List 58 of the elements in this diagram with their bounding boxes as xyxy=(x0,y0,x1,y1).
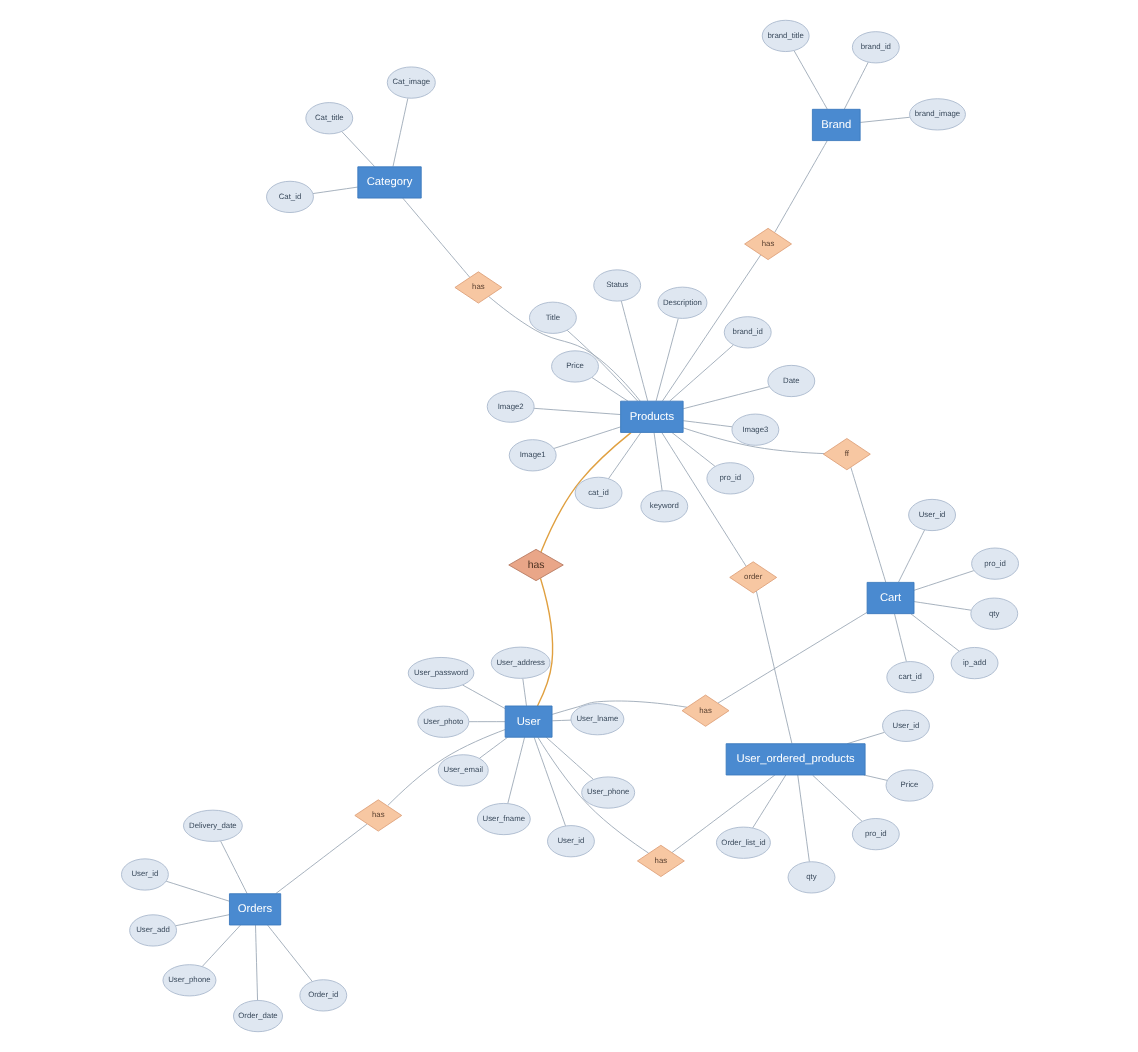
connector xyxy=(661,254,761,402)
connector xyxy=(521,678,526,707)
connector xyxy=(487,296,640,402)
connector xyxy=(532,736,565,827)
connector xyxy=(670,774,775,854)
connector xyxy=(536,736,649,854)
connector xyxy=(506,736,525,804)
connector xyxy=(654,318,678,402)
connector xyxy=(254,924,257,1001)
connector xyxy=(340,131,375,167)
connector xyxy=(670,432,715,467)
connector xyxy=(607,432,641,480)
connector xyxy=(773,140,827,233)
connector xyxy=(668,344,733,402)
connector xyxy=(845,731,884,745)
connector xyxy=(716,612,867,704)
connector xyxy=(652,432,662,492)
connector xyxy=(391,97,408,168)
connector xyxy=(550,719,571,722)
connector xyxy=(461,684,505,710)
connector xyxy=(893,613,906,662)
connector xyxy=(842,61,868,110)
connector xyxy=(550,700,687,715)
connector xyxy=(796,774,809,863)
connector xyxy=(681,427,824,455)
connector xyxy=(386,729,505,806)
connector xyxy=(754,590,792,744)
connector xyxy=(311,186,358,194)
connector xyxy=(660,432,746,567)
connector xyxy=(200,924,240,967)
connector xyxy=(912,601,971,611)
connector xyxy=(539,431,631,553)
connector xyxy=(532,407,620,415)
connector xyxy=(909,613,959,652)
connector xyxy=(478,736,507,759)
connector xyxy=(274,823,367,894)
connector xyxy=(552,426,620,449)
connector xyxy=(219,840,247,895)
connector xyxy=(401,197,470,278)
connector xyxy=(544,736,593,780)
connector xyxy=(751,774,786,829)
connector xyxy=(619,300,648,402)
connector xyxy=(266,924,312,982)
connector xyxy=(858,116,910,123)
connector xyxy=(681,420,732,428)
connector xyxy=(912,570,974,591)
connector xyxy=(849,466,886,583)
connector xyxy=(811,774,862,822)
connector xyxy=(681,386,769,410)
connector xyxy=(467,721,505,723)
connector xyxy=(164,880,229,902)
connector xyxy=(565,329,638,402)
connector xyxy=(174,914,229,927)
connector xyxy=(535,577,553,707)
connector xyxy=(897,529,925,583)
connector xyxy=(792,50,827,110)
connector xyxy=(862,774,887,781)
connector xyxy=(590,377,628,402)
